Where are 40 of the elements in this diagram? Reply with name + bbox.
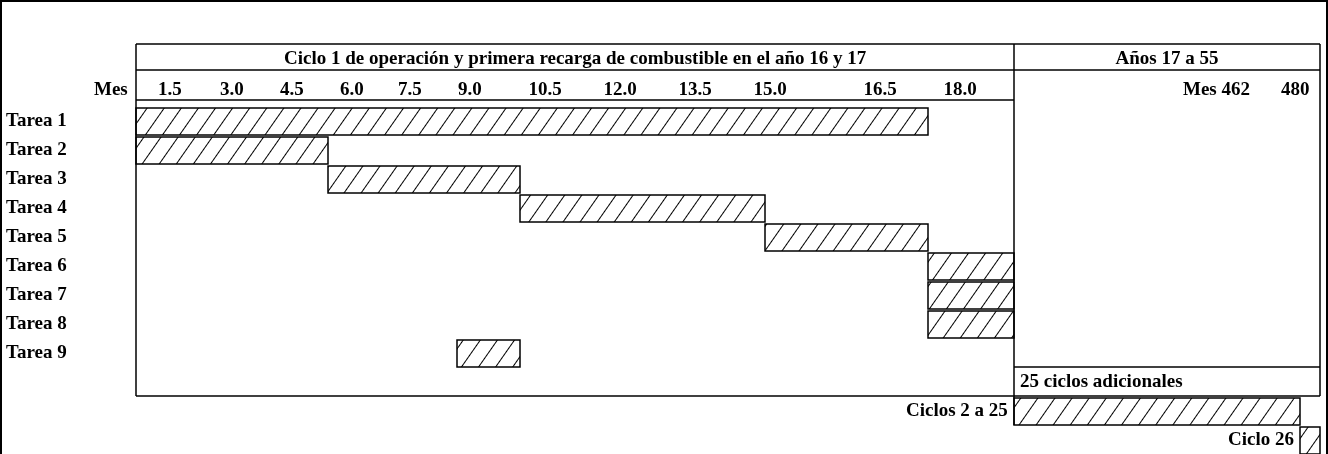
gantt-bar bbox=[135, 107, 929, 136]
row-label: 25 ciclos adicionales bbox=[1020, 369, 1183, 393]
month-label: 13.5 bbox=[678, 77, 712, 101]
task-label: Tarea 9 bbox=[6, 340, 67, 364]
month-label: 7.5 bbox=[398, 77, 422, 101]
gantt-bar bbox=[456, 339, 521, 368]
month-label: 3.0 bbox=[220, 77, 244, 101]
task-label: Tarea 1 bbox=[6, 108, 67, 132]
task-label: Tarea 2 bbox=[6, 137, 67, 161]
row-label: Ciclo 26 bbox=[1228, 427, 1294, 451]
gantt-bar bbox=[764, 223, 929, 252]
task-label: Tarea 6 bbox=[6, 253, 67, 277]
gantt-bar bbox=[927, 281, 1015, 310]
month-label: 16.5 bbox=[863, 77, 897, 101]
row-header: Mes bbox=[94, 77, 128, 101]
task-label: Tarea 3 bbox=[6, 166, 67, 190]
month-label: 480 bbox=[1281, 77, 1310, 101]
task-label: Tarea 8 bbox=[6, 311, 67, 335]
month-label: 9.0 bbox=[458, 77, 482, 101]
gantt-bar bbox=[519, 194, 766, 223]
gantt-bar bbox=[135, 136, 329, 165]
column-header: Ciclo 1 de operación y primera recarga de combustible en el año 16 y 17 bbox=[284, 46, 867, 70]
gantt-bar bbox=[927, 310, 1015, 339]
month-label: Mes 462 bbox=[1183, 77, 1250, 101]
gantt-bar bbox=[1299, 426, 1321, 454]
month-label: 4.5 bbox=[280, 77, 304, 101]
task-label: Tarea 4 bbox=[6, 195, 67, 219]
month-label: 1.5 bbox=[158, 77, 182, 101]
gantt-bar bbox=[1013, 397, 1301, 426]
month-label: 12.0 bbox=[603, 77, 637, 101]
gantt-bar bbox=[327, 165, 521, 194]
task-label: Tarea 7 bbox=[6, 282, 67, 306]
row-label: Ciclos 2 a 25 bbox=[906, 398, 1008, 422]
month-label: 6.0 bbox=[340, 77, 364, 101]
month-label: 18.0 bbox=[943, 77, 977, 101]
column-header: Años 17 a 55 bbox=[1115, 46, 1219, 70]
gantt-bar bbox=[927, 252, 1015, 281]
task-label: Tarea 5 bbox=[6, 224, 67, 248]
month-label: 10.5 bbox=[528, 77, 562, 101]
month-label: 15.0 bbox=[753, 77, 787, 101]
